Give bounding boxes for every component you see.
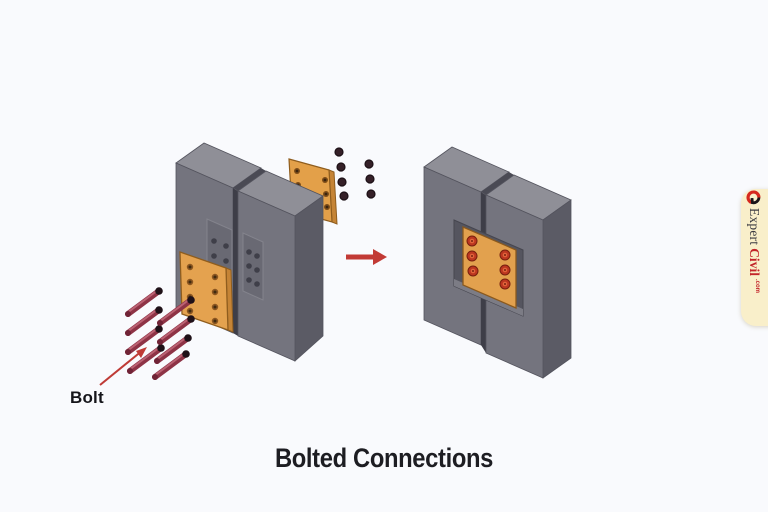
front-plate-holes bbox=[186, 263, 219, 325]
floating-bolt-tips bbox=[334, 147, 376, 201]
exploded-assembly bbox=[125, 142, 376, 380]
direction-arrow-icon bbox=[346, 249, 387, 265]
member-right bbox=[237, 170, 324, 362]
bolt-pointer-arrow-icon bbox=[99, 347, 147, 386]
brand-name-expert: Expert bbox=[747, 208, 762, 246]
installed-bolt-heads bbox=[466, 235, 511, 290]
assembled-assembly bbox=[423, 146, 572, 379]
bolt-label: Bolt bbox=[70, 388, 104, 407]
brand-badge[interactable] bbox=[741, 189, 768, 326]
contact-panel-right bbox=[242, 232, 264, 301]
diagram-title: Bolted Connections bbox=[274, 443, 494, 473]
brand-domain-suffix: .com bbox=[754, 278, 760, 293]
expertcivil-logo-icon bbox=[747, 190, 762, 205]
loose-bolt-tails bbox=[125, 311, 163, 380]
brand-name-civil: Civil bbox=[747, 248, 762, 276]
loose-bolt-heads bbox=[155, 287, 195, 358]
front-splice-plate bbox=[179, 251, 234, 333]
assembled-splice-plate bbox=[462, 226, 517, 309]
loose-bolts bbox=[125, 287, 195, 380]
member-seam bbox=[233, 168, 266, 336]
contact-panel-right-holes bbox=[246, 249, 260, 287]
